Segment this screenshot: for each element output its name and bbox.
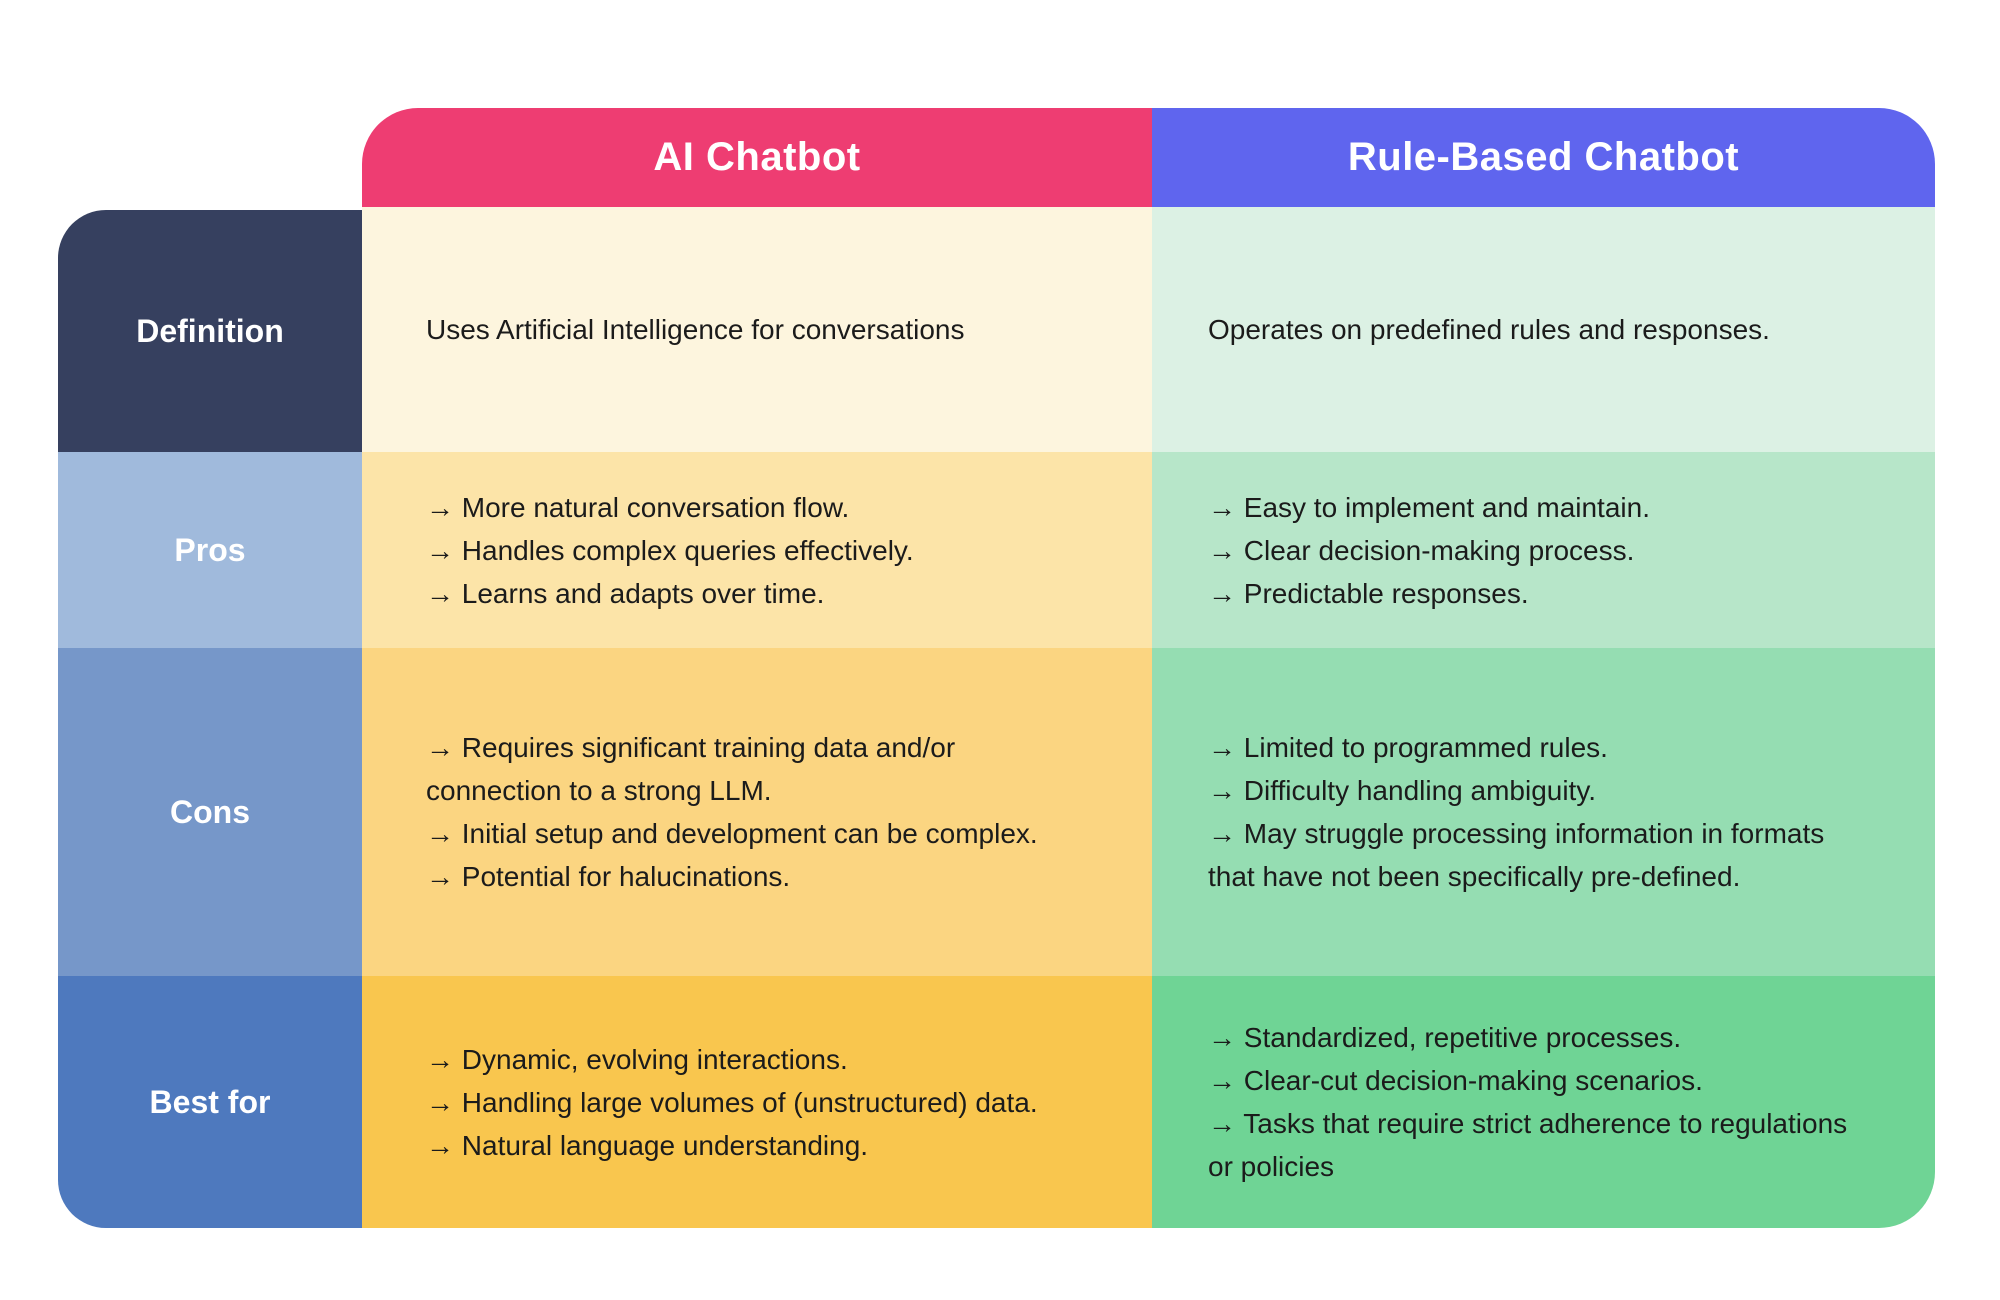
list-item: → Limited to programmed rules. bbox=[1208, 732, 1608, 763]
list-item: → Handles complex queries effectively. bbox=[426, 534, 914, 566]
list-item: → More natural conversation flow. bbox=[426, 491, 850, 523]
definition-text-rule: Operates on predefined rules and respons… bbox=[1208, 314, 1770, 345]
definition-text-ai: Uses Artificial Intelligence for convers… bbox=[426, 314, 965, 345]
column-header-rule-based-chatbot: Rule-Based Chatbot bbox=[1152, 108, 1935, 207]
column-header-ai-chatbot: AI Chatbot bbox=[362, 108, 1152, 207]
cell-definition-ai: Uses Artificial Intelligence for convers… bbox=[362, 207, 1152, 452]
row-label-definition: Definition bbox=[58, 210, 362, 452]
list-item: → Tasks that require strict adherence to… bbox=[1208, 1108, 1848, 1182]
list-item: → Learns and adapts over time. bbox=[426, 577, 825, 609]
cell-cons-rule: → Limited to programmed rules. → Difficu… bbox=[1152, 648, 1935, 976]
cell-cons-ai: → Requires significant training data and… bbox=[362, 648, 1152, 976]
row-label-cons: Cons bbox=[58, 648, 362, 976]
list-item: → Easy to implement and maintain. bbox=[1208, 491, 1650, 523]
list-item: → Clear decision-making process. bbox=[1208, 534, 1635, 566]
list-item: → Standardized, repetitive processes. bbox=[1208, 1022, 1682, 1053]
list-item: → Clear-cut decision-making scenarios. bbox=[1208, 1065, 1703, 1096]
list-item: → Natural language understanding. bbox=[426, 1129, 869, 1161]
list-item: → Predictable responses. bbox=[1208, 577, 1529, 609]
cell-pros-rule: → Easy to implement and maintain. → Clea… bbox=[1152, 452, 1935, 648]
list-item: → May struggle processing information in… bbox=[1208, 818, 1825, 892]
row-label-best-for: Best for bbox=[58, 976, 362, 1228]
list-item: → Initial setup and development can be c… bbox=[426, 818, 1038, 849]
list-item: → Potential for halucinations. bbox=[426, 861, 791, 892]
list-item: → Dynamic, evolving interactions. bbox=[426, 1043, 848, 1075]
list-item: → Handling large volumes of (unstructure… bbox=[426, 1086, 1038, 1118]
cell-pros-ai: → More natural conversation flow. → Hand… bbox=[362, 452, 1152, 648]
cell-best-for-rule: → Standardized, repetitive processes. → … bbox=[1152, 976, 1935, 1228]
list-item: → Requires significant training data and… bbox=[426, 732, 956, 806]
cell-definition-rule: Operates on predefined rules and respons… bbox=[1152, 207, 1935, 452]
row-label-pros: Pros bbox=[58, 452, 362, 648]
list-item: → Difficulty handling ambiguity. bbox=[1208, 775, 1597, 806]
cell-best-for-ai: → Dynamic, evolving interactions. → Hand… bbox=[362, 976, 1152, 1228]
